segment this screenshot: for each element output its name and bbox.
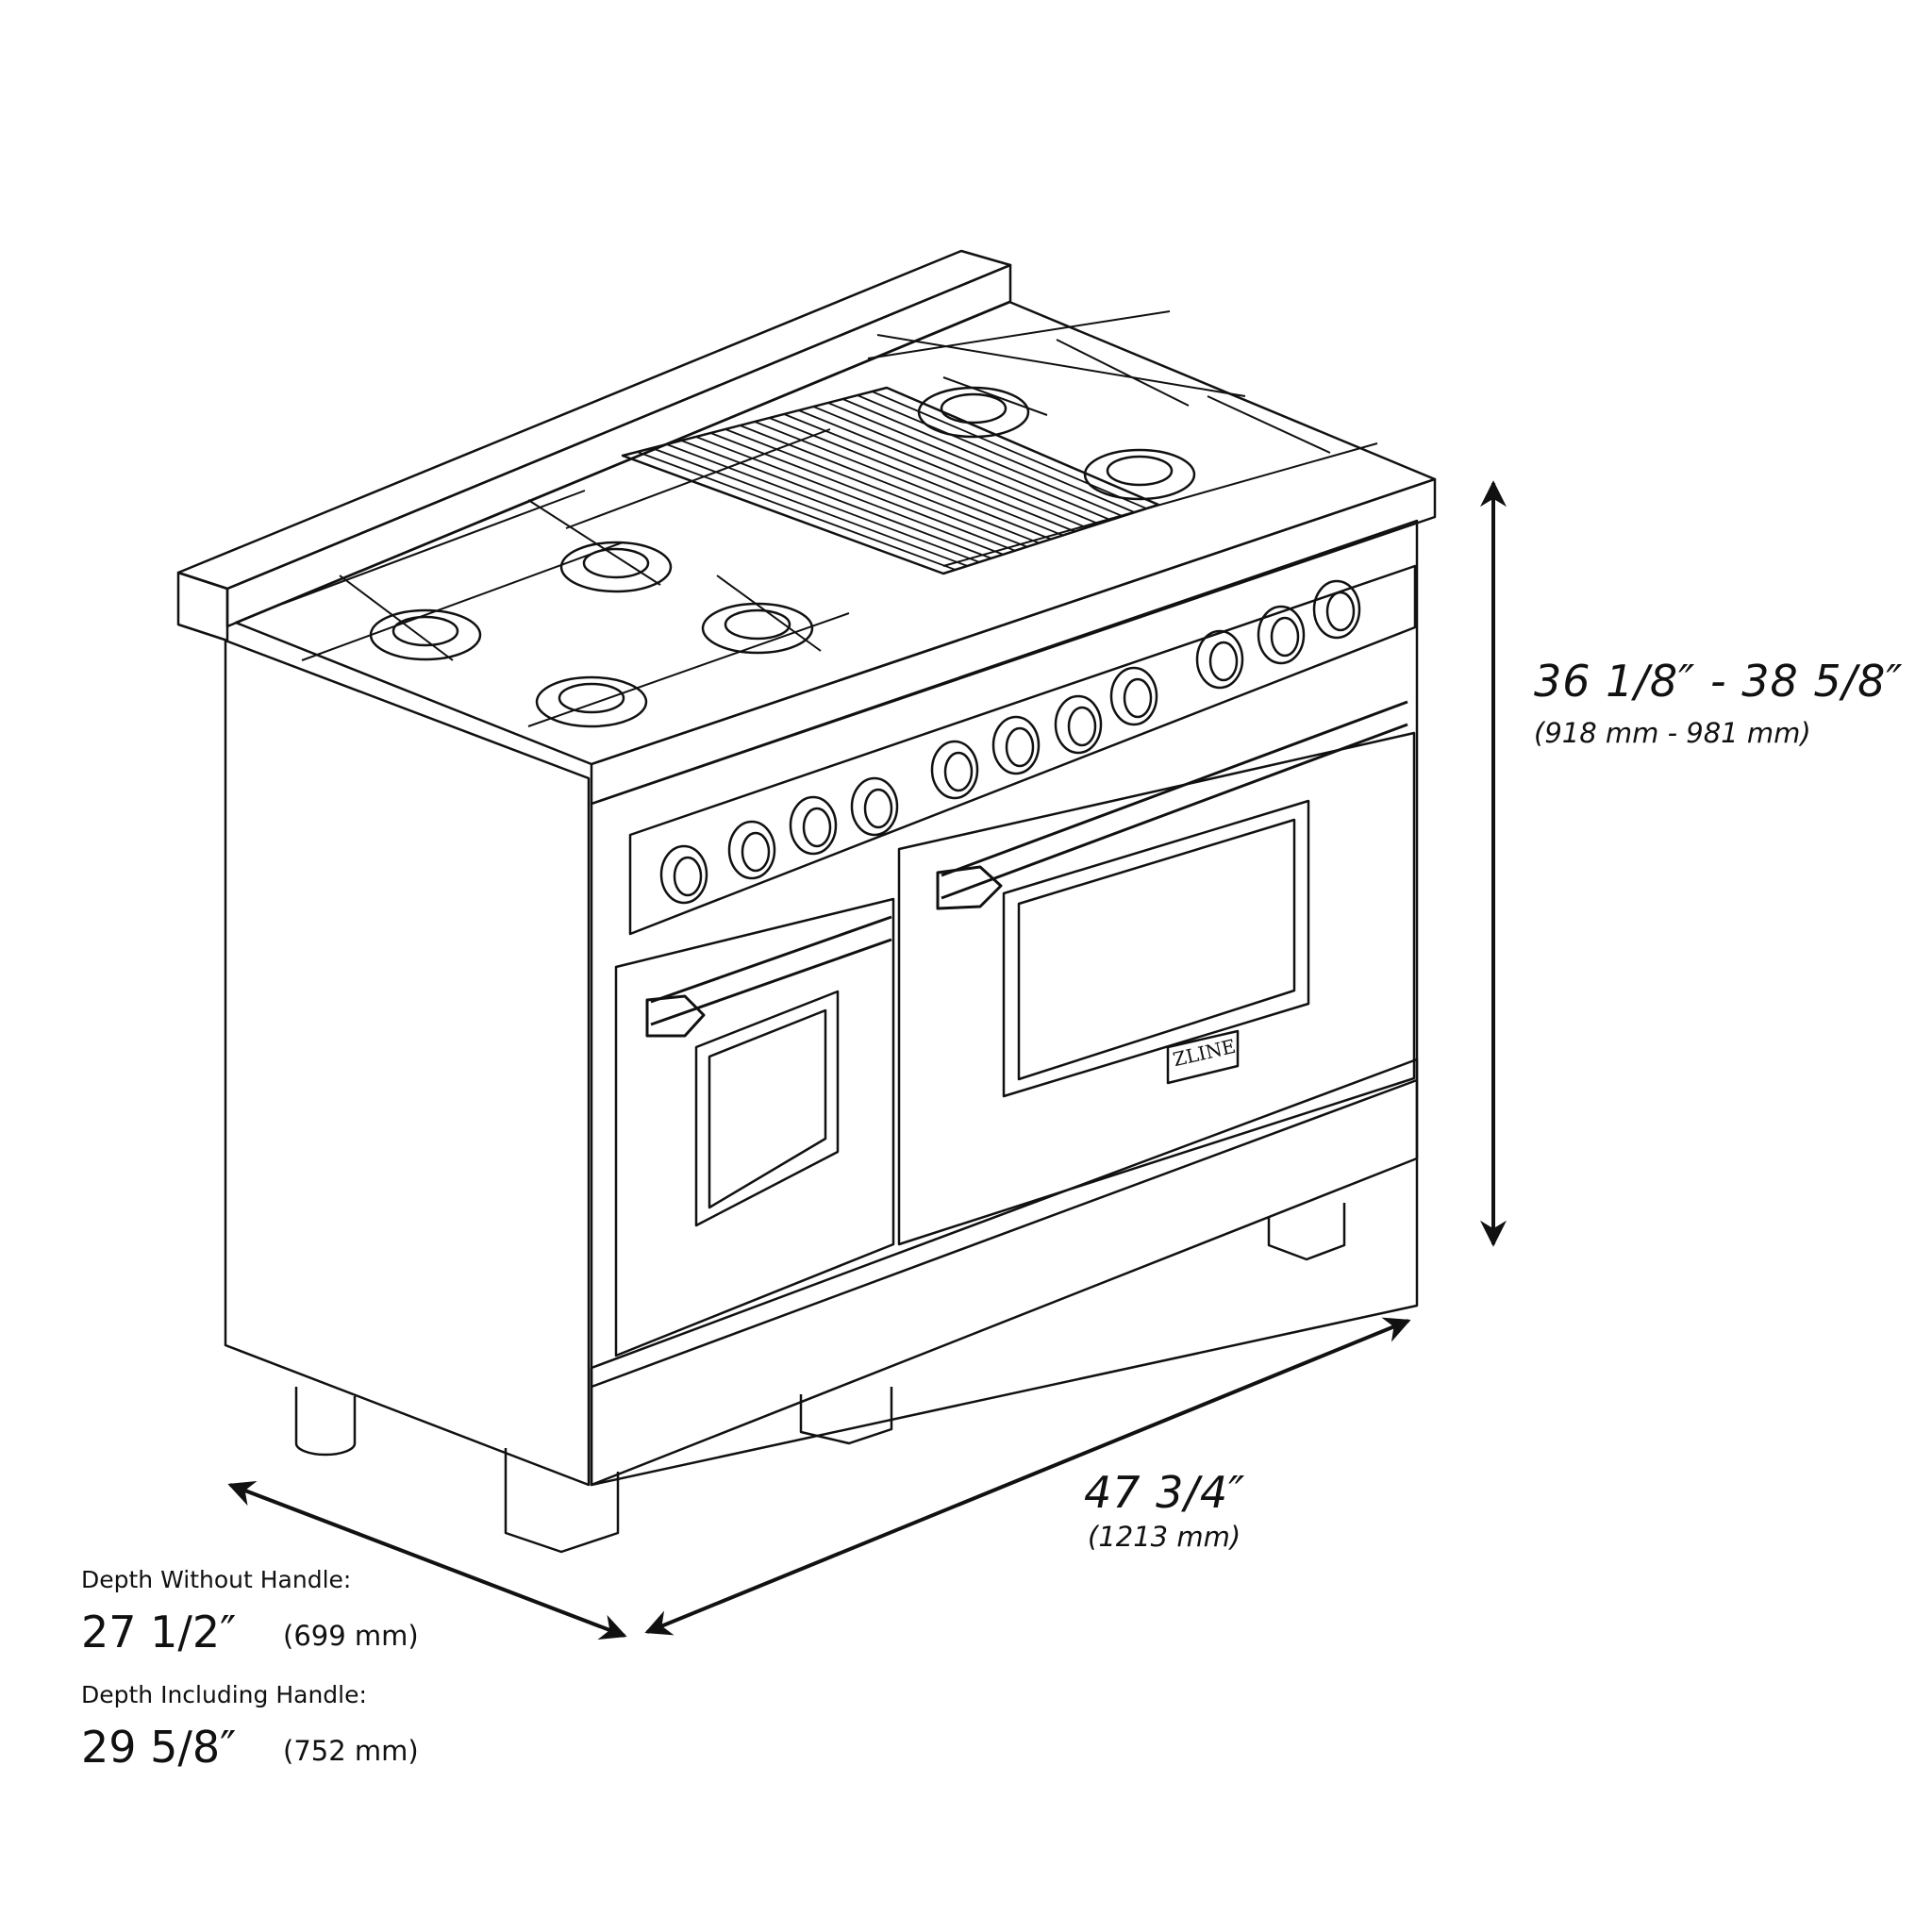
burner [701,602,814,655]
depth-arrow [227,1480,627,1641]
burner [535,675,648,728]
knob [850,776,899,837]
front-face [590,519,1419,1487]
knob [1195,629,1244,690]
small-oven-window [694,990,840,1227]
knob [1312,579,1361,640]
kick-panel [590,1058,1419,1487]
brand-badge [1166,1029,1240,1085]
depth-without-handle-imperial: 27 1/2″ [81,1607,237,1657]
width-imperial: 47 3/4″ [1084,1467,1246,1518]
small-oven-door [614,897,895,1357]
knob [1109,666,1158,726]
knob [659,844,708,905]
knob [727,820,776,880]
burners [369,386,1196,728]
control-panel [628,564,1417,936]
depth-without-handle-metric: (699 mm) [283,1620,419,1652]
knob [1257,605,1306,665]
depth-without-handle-label: Depth Without Handle: [81,1566,352,1593]
knob [930,740,979,800]
height-imperial: 36 1/8″ - 38 5/8″ [1534,656,1904,707]
knob [789,795,838,856]
side-panel [224,639,591,1487]
burner [1083,448,1196,501]
door-handles [645,700,1408,1038]
control-knobs [659,579,1361,905]
width-metric: (1213 mm) [1088,1521,1241,1553]
height-metric: (918 mm - 981 mm) [1534,717,1811,749]
width-arrow [644,1317,1411,1636]
knob [1054,694,1103,755]
burner [559,541,673,593]
knob [991,715,1041,775]
cooktop-front-edge [590,477,1437,806]
depth-including-handle-imperial: 29 5/8″ [81,1722,237,1773]
depth-including-handle-label: Depth Including Handle: [81,1681,367,1708]
large-oven-window [1002,799,1310,1098]
grates [282,310,1378,727]
depth-including-handle-metric: (752 mm) [283,1735,419,1767]
large-oven-door [897,731,1416,1246]
